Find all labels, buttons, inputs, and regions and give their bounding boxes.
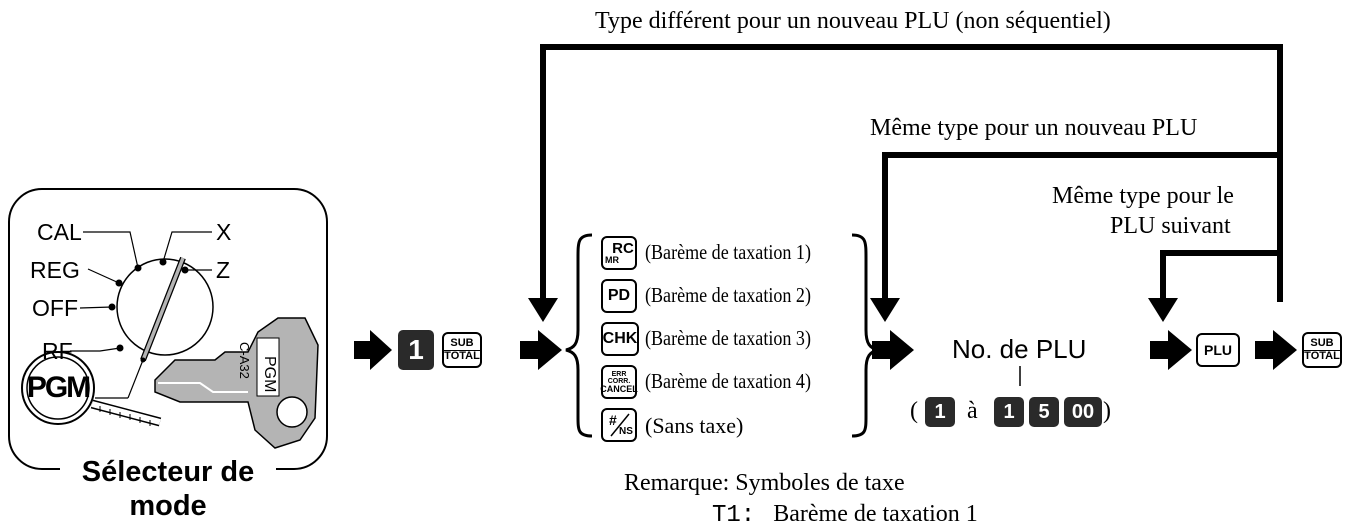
plu-range-open: (: [910, 398, 918, 424]
remark-line-1: T1: Barème de taxation 1: [712, 502, 978, 528]
flow-arrow-3: [872, 330, 914, 370]
label-same-type-next-2: PLU suivant: [1110, 213, 1231, 239]
mode-label-cal: CAL: [37, 219, 82, 245]
plu-range-close: ): [1103, 398, 1111, 424]
plu-key-label: PLU: [1204, 342, 1232, 358]
subtotal-key-bottom: TOTAL: [444, 350, 480, 362]
remark-line-1-code: T1:: [712, 502, 756, 529]
mode-label-off: OFF: [32, 295, 78, 321]
rc-key-main: RC: [612, 240, 634, 257]
mode-caption-line1: Sélecteur de: [81, 456, 255, 488]
err-corr-key-bottom: CANCEL: [600, 383, 638, 394]
left-brace: [565, 233, 593, 438]
err-corr-cancel-key[interactable]: ERR CORR. CANCEL: [600, 365, 638, 399]
tax-option-2-text: (Barème de taxation 2): [645, 283, 811, 307]
remark-title: Remarque: Symboles de taxe: [624, 470, 905, 496]
ns-key-main: #: [609, 412, 617, 428]
pd-key[interactable]: PD: [601, 279, 637, 313]
label-same-type-next-1: Même type pour le: [1052, 183, 1234, 209]
ns-key-sub: NS: [619, 426, 633, 437]
final-subtotal-key[interactable]: SUB TOTAL: [1302, 332, 1342, 368]
err-corr-key-top: ERR CORR.: [607, 370, 631, 385]
mode-label-x: X: [216, 219, 232, 245]
ns-key-slash: [610, 413, 630, 437]
key-tag: PGM: [261, 356, 278, 393]
range-to-key-5: 5: [1029, 397, 1059, 427]
digit-key-1[interactable]: 1: [398, 330, 434, 370]
tax-option-3-text: (Barème de taxation 3): [645, 326, 811, 350]
mode-caption-line2: mode: [129, 490, 207, 522]
flow-arrow-1: [354, 330, 392, 370]
final-subtotal-key-bottom: TOTAL: [1304, 350, 1340, 362]
plu-range-word: à: [967, 398, 978, 424]
ns-key[interactable]: # NS: [601, 408, 637, 442]
chk-key-label: CHK: [602, 330, 638, 347]
rc-key-sub: MR: [605, 255, 619, 265]
plu-number-label: No. de PLU: [952, 334, 1087, 364]
mode-switch-drawing: [21, 231, 319, 449]
subtotal-key-top: SUB: [450, 337, 474, 349]
right-brace: [851, 233, 879, 438]
range-from-key: 1: [925, 397, 955, 427]
label-same-type-new: Même type pour un nouveau PLU: [870, 115, 1198, 141]
tax-option-1-text: (Barème de taxation 1): [645, 240, 811, 264]
mode-switch-caption: Sélecteur de mode: [60, 455, 276, 523]
pd-key-label: PD: [607, 287, 631, 304]
label-non-sequential: Type différent pour un nouveau PLU (non …: [595, 8, 1111, 34]
mode-label-rf: RF: [42, 338, 73, 364]
mode-label-reg: REG: [30, 257, 80, 283]
key-code: C-A32: [237, 342, 252, 379]
flow-arrow-5: [1255, 330, 1297, 370]
final-subtotal-key-top: SUB: [1310, 337, 1334, 349]
pgm-badge: PGM: [26, 371, 91, 404]
range-to-key-00: 00: [1064, 397, 1102, 427]
tax-option-4-text: (Barème de taxation 4): [645, 369, 811, 393]
chk-key[interactable]: CHK: [601, 322, 639, 356]
flow-arrow-2: [520, 330, 562, 370]
subtotal-key[interactable]: SUB TOTAL: [442, 332, 482, 368]
flow-arrow-4: [1150, 330, 1192, 370]
tax-option-5-text: (Sans taxe): [645, 413, 744, 438]
rc-key[interactable]: RC MR: [601, 236, 637, 270]
mode-label-z: Z: [216, 257, 231, 283]
range-to-key-1: 1: [994, 397, 1024, 427]
plu-key[interactable]: PLU: [1196, 333, 1240, 367]
remark-line-1-text: Barème de taxation 1: [773, 501, 978, 527]
